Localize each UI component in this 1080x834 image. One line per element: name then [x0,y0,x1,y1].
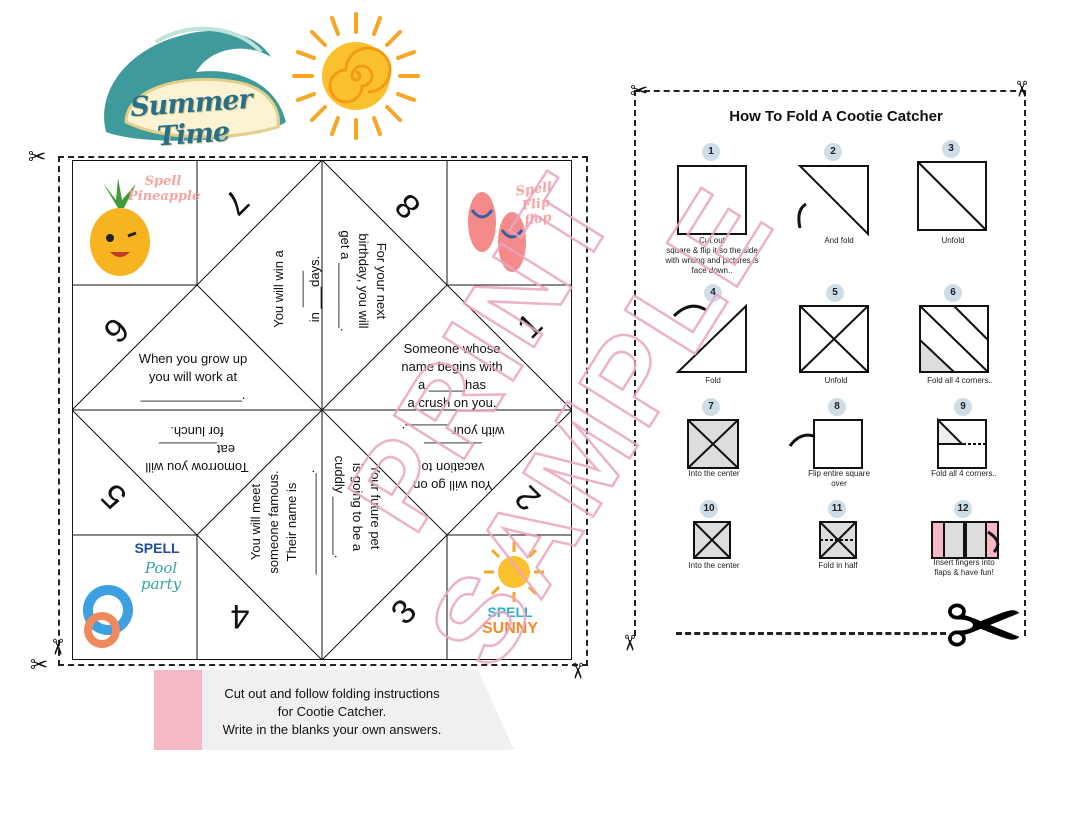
scissors-icon: ✂ [1009,79,1035,99]
pineapple-icon [90,178,150,276]
scissors-icon: ✂ [565,661,591,681]
step-9-badge: 9 [954,398,972,416]
fortune-pet: Your future pet is going to be a cuddly … [332,455,383,559]
cootie-catcher: 7 8 1 2 3 4 5 6 You will win a _____ in … [72,160,572,660]
spell-pool-label: SPELL [134,540,180,556]
step-9-diagram [937,417,987,469]
step-10-diagram [693,521,731,559]
step-5-diagram [799,305,869,373]
scissors-icon: ✂ [30,652,49,677]
step-11-badge: 11 [828,500,846,518]
step-5-caption: Unfold [824,376,848,385]
note-line-1: Cut out and follow folding instructions [224,686,440,701]
step-2-caption: And fold [824,236,854,245]
fortune-lunch: Tomorrow you will eat________ for lunch. [145,424,249,475]
step-7-badge: 7 [702,398,720,416]
wave-icon [104,26,286,141]
step-11-caption: Fold in half [818,561,858,570]
instructions-cut-line [634,90,1026,636]
cootie-grid [72,160,572,660]
note-banner [154,670,514,750]
step-10-badge: 10 [700,500,718,518]
step-8-badge: 8 [828,398,846,416]
folding-diagrams [672,161,1000,559]
step-12-diagram [931,521,999,559]
summer-time-logo: Summer Time [86,12,296,152]
step-1-badge: 1 [702,143,720,161]
pool-float-icon [83,585,133,648]
spell-pineapple-label: Spell Pineapple [128,174,201,204]
scissors-icon: ✂ [617,633,643,653]
scissors-icon: ✂ [630,78,649,103]
pool-party-label: Pool party [140,559,182,593]
step-8-diagram [813,419,863,469]
step-2-diagram [797,165,869,237]
flip-flops-icon [468,192,526,272]
fortune-crush: Someone whose name begins with a _____ha… [401,341,503,410]
cootie-cut-line [58,156,588,666]
step-12-badge: 12 [954,500,972,518]
spell-sunny-label: SPELL [487,604,533,620]
note-line-3: Write in the blanks your own answers. [222,722,442,737]
step-7-diagram [687,419,739,469]
scissors-icon: ✂ [45,637,71,657]
step-3-badge: 3 [942,140,960,158]
step-12-caption: Insert fingers into flaps & have fun! [933,558,995,577]
fortune-work: When you grow up you will work at ______… [138,351,248,402]
instruction-note: Cut out and follow folding instructions … [154,670,514,750]
flip-arrow-icon [788,433,815,447]
instructions-title: How To Fold A Cootie Catcher [729,108,943,125]
sunny-label: SUNNY [481,620,538,637]
step-6-caption: Fold all 4 corners.. [927,376,993,385]
step-4-diagram [675,303,747,373]
step-8-caption: Flip entire square over [808,469,870,488]
fold-arrow-icon [672,304,707,318]
step-7-caption: Into the center [688,469,740,478]
step-10-caption: Into the center [688,561,740,570]
step-5-badge: 5 [826,284,844,302]
step-1-diagram [677,165,747,235]
scissors-icon: ✂ [28,144,47,169]
fortune-vacation: You will go on vacation to ________ with… [401,424,505,493]
sun-icon [290,10,422,142]
insert-arrow-icon [987,530,1000,554]
step-2-badge: 2 [824,143,842,161]
step-9-caption: Fold all 4 corners.. [931,469,997,478]
fold-arrow-icon [797,202,807,229]
instructions-cut-line-bottom [676,632,946,635]
step-6-diagram [919,305,989,373]
sunny-sun-icon [484,542,544,602]
step-3-caption: Unfold [941,236,965,245]
step-1-caption: Cut out square & flip it so the side wit… [665,236,759,275]
logo-title: Summer Time [129,83,253,153]
note-line-2: for Cootie Catcher. [277,704,387,719]
step-6-badge: 6 [944,284,962,302]
step-4-badge: 4 [704,284,722,302]
step-11-diagram [819,521,857,559]
fortune-win: You will win a _____ in ___days. [271,250,322,328]
large-scissors-icon: ✂ [944,574,1025,681]
note-accent [154,670,202,750]
step-3-diagram [917,161,987,231]
step-4-caption: Fold [705,376,721,385]
